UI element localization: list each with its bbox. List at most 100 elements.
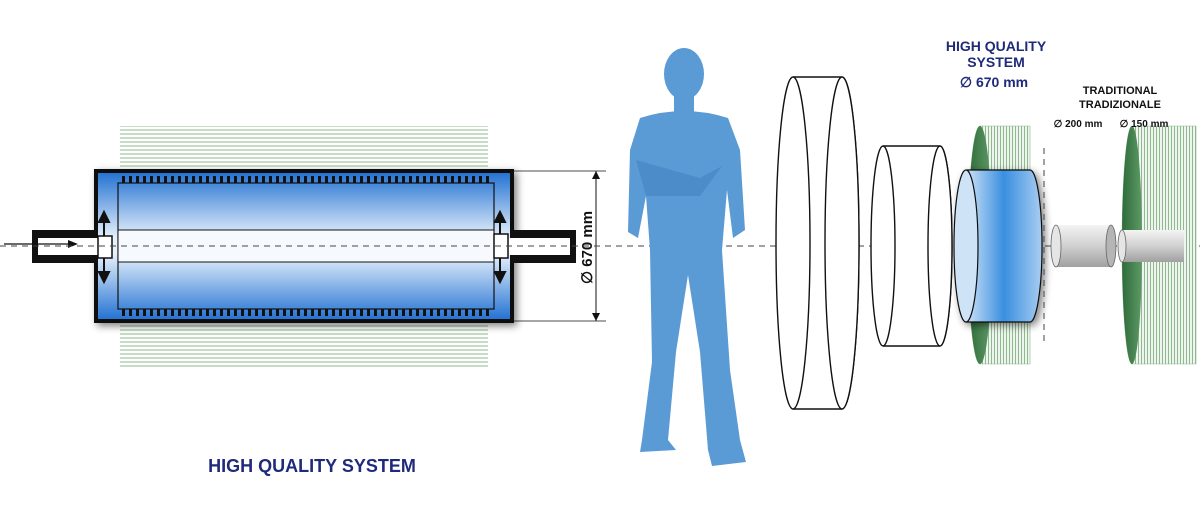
channel-slot [472, 309, 475, 316]
channel-slot [185, 176, 188, 183]
channel-slot [164, 309, 167, 316]
channel-slot [409, 309, 412, 316]
channel-slot [171, 176, 174, 183]
flow-arrows-left [97, 209, 113, 285]
channel-slot [150, 176, 153, 183]
channel-slot [444, 309, 447, 316]
channel-slot [325, 309, 328, 316]
channel-slot [255, 309, 258, 316]
channel-slot [269, 309, 272, 316]
channel-slot [297, 176, 300, 183]
channel-slot [430, 176, 433, 183]
channel-slot [129, 309, 132, 316]
channel-slot [353, 176, 356, 183]
channel-slot [465, 176, 468, 183]
channel-slot [143, 309, 146, 316]
channel-slot [451, 309, 454, 316]
channel-slot [325, 176, 328, 183]
main-caption: HIGH QUALITY SYSTEM [208, 456, 416, 476]
channel-slot [276, 309, 279, 316]
channel-slot [332, 309, 335, 316]
channel-slot [458, 176, 461, 183]
channel-slot [304, 309, 307, 316]
hq-header-line2: SYSTEM [967, 54, 1025, 70]
channel-slot [479, 176, 482, 183]
dimension-label: ∅ 670 mm [579, 211, 596, 284]
channel-slot [241, 176, 244, 183]
human-silhouette [628, 48, 746, 466]
channel-slot [374, 309, 377, 316]
channel-slot [213, 309, 216, 316]
roller-cross-section: ∅ 670 mm [4, 126, 606, 368]
channel-slot [444, 176, 447, 183]
channel-slot [472, 176, 475, 183]
channel-slot [367, 309, 370, 316]
channel-slot [129, 176, 132, 183]
channel-slot [297, 309, 300, 316]
channel-slot [360, 309, 363, 316]
channel-slot [290, 176, 293, 183]
channel-slot [318, 176, 321, 183]
channel-slot [290, 309, 293, 316]
hq-roller [953, 169, 1043, 323]
traditional-roller-200 [1050, 224, 1117, 268]
cooling-channels-top [122, 176, 489, 183]
channel-slot [423, 309, 426, 316]
channel-slot [311, 309, 314, 316]
channel-slot [157, 176, 160, 183]
channel-slot [283, 176, 286, 183]
channel-slot [206, 176, 209, 183]
traditional-diameter-200: ∅ 200 mm [1054, 119, 1103, 130]
channel-slot [423, 176, 426, 183]
channel-slot [122, 176, 125, 183]
channel-slot [248, 309, 251, 316]
hq-header-line1: HIGH QUALITY [946, 38, 1047, 54]
channel-slot [339, 176, 342, 183]
channel-slot [381, 309, 384, 316]
channel-slot [388, 176, 391, 183]
channel-slot [409, 176, 412, 183]
channel-slot [192, 176, 195, 183]
channel-slot [332, 176, 335, 183]
channel-slot [269, 176, 272, 183]
flow-arrows-right [493, 209, 509, 285]
channel-slot [486, 176, 489, 183]
traditional-roller-150 [1117, 125, 1197, 365]
channel-slot [255, 176, 258, 183]
channel-slot [150, 309, 153, 316]
channel-slot [430, 309, 433, 316]
channel-slot [395, 176, 398, 183]
channel-slot [136, 309, 139, 316]
channel-slot [304, 176, 307, 183]
channel-slot [451, 176, 454, 183]
channel-slot [262, 176, 265, 183]
channel-slot [416, 176, 419, 183]
dimension-arrow-top [592, 171, 600, 179]
channel-slot [388, 309, 391, 316]
channel-slot [276, 176, 279, 183]
channel-slot [339, 309, 342, 316]
traditional-header-line2: TRADIZIONALE [1079, 99, 1161, 111]
channel-slot [353, 309, 356, 316]
channel-slot [248, 176, 251, 183]
channel-slot [192, 309, 195, 316]
channel-slot [346, 309, 349, 316]
channel-slot [262, 309, 265, 316]
channel-slot [206, 309, 209, 316]
medium-roller-disc [870, 145, 953, 347]
channel-slot [227, 309, 230, 316]
traditional-diameter-150: ∅ 150 mm [1120, 119, 1169, 130]
channel-slot [220, 309, 223, 316]
hq-roller-with-material [953, 125, 1043, 365]
channel-slot [178, 309, 181, 316]
channel-slot [402, 309, 405, 316]
channel-slot [367, 176, 370, 183]
channel-slot [227, 176, 230, 183]
channel-slot [220, 176, 223, 183]
channel-slot [381, 176, 384, 183]
channel-slot [479, 309, 482, 316]
channel-slot [122, 309, 125, 316]
channel-slot [136, 176, 139, 183]
